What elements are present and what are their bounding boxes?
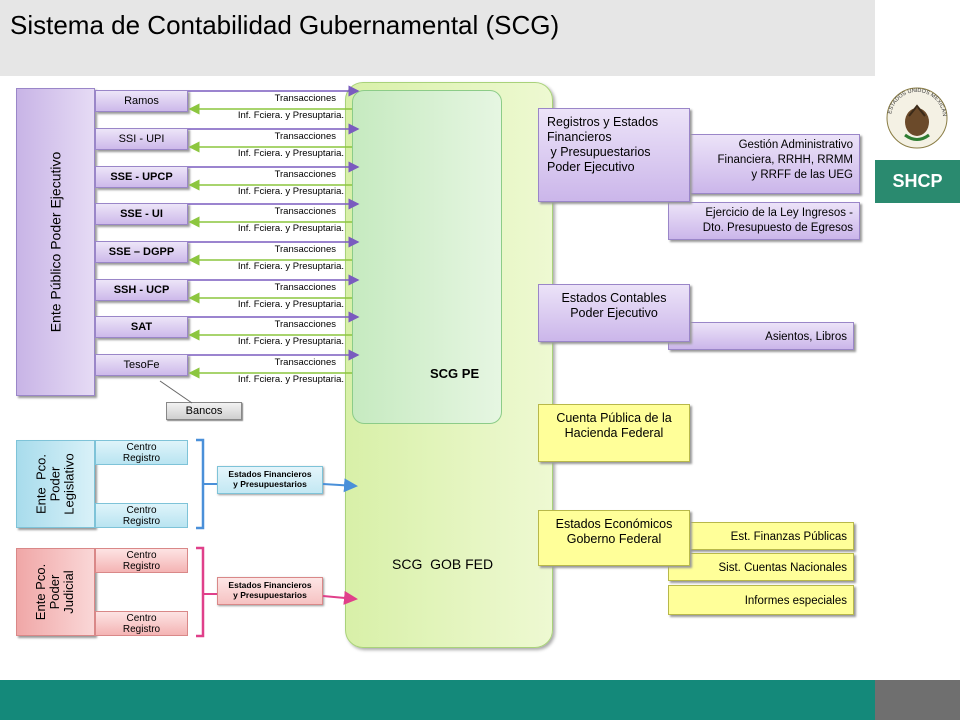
scg-gob-fed-label: SCG GOB FED <box>392 556 494 572</box>
flow-label-informacion: Inf. Fciera. y Presuptaria. <box>237 110 344 121</box>
registros-estados-financieros-box: Registros y Estados Financieros y Presup… <box>538 108 690 202</box>
centro-registro-judicial-1: Centro Registro <box>95 548 188 573</box>
flow-label-transacciones: Transacciones <box>274 319 336 330</box>
bancos-callout: Bancos <box>166 402 242 420</box>
mexico-emblem-icon: ESTADOS UNIDOS MEXICANOS <box>875 80 948 149</box>
flow-label-informacion: Inf. Fciera. y Presuptaria. <box>237 299 344 310</box>
ente-poder-ejecutivo-label: Ente Público Poder Ejecutivo <box>47 151 64 333</box>
flow-label-transacciones: Transacciones <box>274 169 336 180</box>
footer-bar <box>0 680 875 720</box>
informes-especiales-box: Informes especiales <box>668 585 854 615</box>
flow-label-informacion: Inf. Fciera. y Presuptaria. <box>237 186 344 197</box>
entity-sse-upcp: SSE - UPCP <box>95 166 188 188</box>
entity-ssh-ucp: SSH - UCP <box>95 279 188 301</box>
flow-label-transacciones: Transacciones <box>274 206 336 217</box>
centro-registro-legislativo-2: Centro Registro <box>95 503 188 528</box>
asientos-libros-box: Asientos, Libros <box>668 322 854 350</box>
flow-label-transacciones: Transacciones <box>274 93 336 104</box>
estados-contables-box: Estados Contables Poder Ejecutivo <box>538 284 690 342</box>
estados-financieros-legislativo: Estados Financieros y Presupuestarios <box>217 466 323 494</box>
gestion-administrativa-box: Gestión Administrativo Financiera, RRHH,… <box>688 134 860 194</box>
shcp-brand: SHCP <box>875 160 960 203</box>
centro-registro-judicial-2: Centro Registro <box>95 611 188 636</box>
flow-label-transacciones: Transacciones <box>274 282 336 293</box>
cuentas-nacionales-box: Sist. Cuentas Nacionales <box>668 553 854 581</box>
flow-label-informacion: Inf. Fciera. y Presuptaria. <box>237 336 344 347</box>
ente-poder-ejecutivo: Ente Público Poder Ejecutivo <box>16 88 95 396</box>
ente-poder-legislativo-label: Ente Pco. Poder Legislativo <box>33 453 77 515</box>
estados-economicos-box: Estados Económicos Goberno Federal <box>538 510 690 566</box>
scg-pe-box <box>352 90 502 424</box>
flow-label-transacciones: Transacciones <box>274 244 336 255</box>
scg-pe-label: SCG PE <box>430 366 480 381</box>
flow-label-informacion: Inf. Fciera. y Presuptaria. <box>237 374 344 385</box>
page-title: Sistema de Contabilidad Gubernamental (S… <box>10 10 560 40</box>
entity-sse-ui: SSE - UI <box>95 203 188 225</box>
ente-poder-judicial-label: Ente Pco. Poder Judicial <box>33 563 77 621</box>
flow-label-informacion: Inf. Fciera. y Presuptaria. <box>237 261 344 272</box>
ejercicio-ley-ingresos-box: Ejercicio de la Ley Ingresos - Dto. Pres… <box>668 202 860 240</box>
flow-label-informacion: Inf. Fciera. y Presuptaria. <box>237 148 344 159</box>
entity-sse-dgpp: SSE – DGPP <box>95 241 188 263</box>
ente-poder-judicial: Ente Pco. Poder Judicial <box>16 548 95 636</box>
logo-panel: ESTADOS UNIDOS MEXICANOS <box>875 0 960 720</box>
centro-registro-legislativo-1: Centro Registro <box>95 440 188 465</box>
finanzas-publicas-box: Est. Finanzas Públicas <box>668 522 854 550</box>
cuenta-publica-box: Cuenta Pública de la Hacienda Federal <box>538 404 690 462</box>
header-bar <box>0 0 875 76</box>
entity-tesofe: TesoFe <box>95 354 188 376</box>
estados-financieros-judicial: Estados Financieros y Presupuestarios <box>217 577 323 605</box>
flow-label-informacion: Inf. Fciera. y Presuptaria. <box>237 223 344 234</box>
flow-label-transacciones: Transacciones <box>274 131 336 142</box>
ente-poder-legislativo: Ente Pco. Poder Legislativo <box>16 440 95 528</box>
flow-label-transacciones: Transacciones <box>274 357 336 368</box>
entity-sat: SAT <box>95 316 188 338</box>
footer-gray-block <box>875 680 960 720</box>
entity-ssi-upi: SSI - UPI <box>95 128 188 150</box>
entity-ramos: Ramos <box>95 90 188 112</box>
